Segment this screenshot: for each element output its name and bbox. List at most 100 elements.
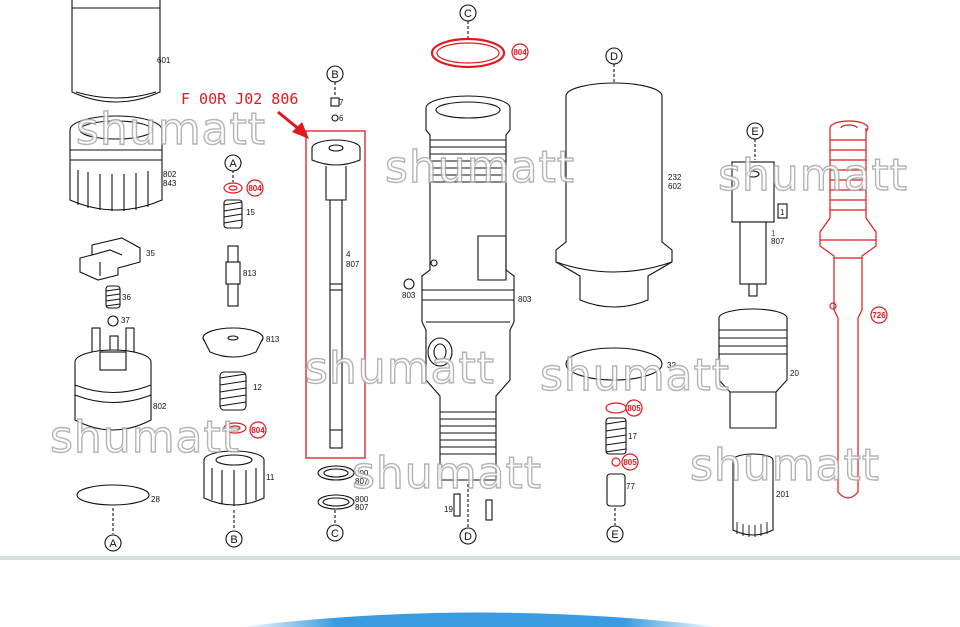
part-17-spring — [605, 417, 627, 455]
connector-c-top — [459, 4, 477, 22]
label-807: 807 — [346, 260, 360, 269]
connectors: A A B B C C D D E E — [104, 4, 764, 552]
part-805-seal-a — [605, 402, 627, 414]
part-726-pipe — [819, 120, 877, 499]
connector-b-top-label: B — [331, 69, 338, 81]
watermark-6: shumatt — [50, 412, 240, 463]
connector-c-bottom-label: C — [331, 528, 339, 540]
label-803-b: 803 — [518, 295, 532, 304]
label-805-a-badge — [625, 399, 643, 417]
column-e-parts — [718, 161, 788, 537]
label-804-a: 804 — [248, 184, 262, 193]
watermark-3: shumatt — [718, 150, 908, 201]
part-77-piece — [606, 473, 626, 507]
part-6 — [331, 114, 339, 122]
part-1-tag — [777, 203, 788, 219]
label-37: 37 — [121, 316, 130, 325]
part-number-callout: F 00R J02 806 — [181, 90, 298, 108]
decorative-wave — [240, 612, 720, 627]
connector-e-top — [746, 122, 764, 140]
part-11-nut — [203, 450, 265, 506]
label-843: 843 — [163, 179, 177, 188]
label-77: 77 — [626, 482, 635, 491]
column-c-parts — [305, 97, 366, 510]
connector-d-top — [605, 47, 623, 65]
label-804-c: 804 — [513, 48, 527, 57]
connector-c-top-label: C — [464, 8, 472, 20]
connector-a-top — [224, 154, 242, 172]
part-800-807-ring — [317, 465, 355, 481]
part-28-ring — [76, 484, 150, 506]
part-804-oring — [430, 37, 506, 69]
label-7: 7 — [339, 98, 344, 107]
label-201: 201 — [776, 490, 790, 499]
connector-d-bottom — [459, 527, 477, 545]
watermark-7: shumatt — [352, 448, 542, 499]
label-6: 6 — [339, 114, 344, 123]
label-807-e: 807 — [771, 237, 785, 246]
label-800-a: 800 — [355, 469, 369, 478]
label-726: 726 — [872, 311, 886, 320]
watermarks: shumatt shumatt shumatt shumatt shumatt … — [49, 103, 908, 499]
column-d-parts — [403, 37, 515, 521]
label-804-a-badge — [246, 179, 264, 197]
connector-e-bottom-label: E — [611, 529, 618, 541]
watermark-5: shumatt — [540, 350, 730, 401]
part-4-valve — [311, 139, 361, 449]
label-1: 1 — [771, 229, 776, 238]
connector-c-bottom — [326, 524, 344, 542]
watermark-8: shumatt — [690, 440, 880, 491]
label-12: 12 — [253, 383, 262, 392]
connector-b-top — [326, 65, 344, 83]
part-232-sleeve — [555, 82, 673, 308]
connector-b-bottom — [225, 530, 243, 548]
connector-a-bottom — [104, 534, 122, 552]
part-36-spring — [105, 285, 121, 309]
part-802-body — [74, 327, 152, 431]
label-807-b: 807 — [355, 503, 369, 512]
label-813-b: 813 — [266, 335, 280, 344]
connector-d-bottom-label: D — [464, 531, 472, 543]
label-17: 17 — [628, 432, 637, 441]
label-11: 11 — [266, 473, 275, 482]
label-804-b-badge — [249, 421, 267, 439]
label-813-a: 813 — [243, 269, 257, 278]
label-726-badge — [870, 306, 888, 324]
part-15-spring — [223, 199, 243, 229]
connector-b-bottom-label: B — [230, 534, 237, 546]
label-232: 232 — [668, 173, 682, 182]
part-19-pin-b — [485, 499, 493, 521]
label-15: 15 — [246, 208, 255, 217]
column-b-parts — [202, 182, 265, 506]
callout-arrow-icon — [277, 110, 309, 139]
label-805-b: 805 — [623, 458, 637, 467]
label-32: 32 — [667, 361, 676, 370]
bottom-band — [0, 556, 960, 627]
label-36: 36 — [122, 293, 131, 302]
label-602: 602 — [668, 182, 682, 191]
label-803-a: 803 — [402, 291, 416, 300]
part-813-pin — [225, 245, 241, 307]
connector-a-bottom-label: A — [109, 538, 117, 550]
label-19: 19 — [444, 505, 453, 514]
part-813-disc — [202, 327, 264, 358]
watermark-1: shumatt — [76, 104, 266, 155]
label-807-a: 807 — [355, 477, 369, 486]
label-35: 35 — [146, 249, 155, 258]
label-28: 28 — [151, 495, 160, 504]
part-37-ball — [107, 315, 119, 327]
label-805-b-badge — [621, 453, 639, 471]
label-800-b: 800 — [355, 495, 369, 504]
part-804-seal-a — [223, 182, 243, 194]
label-1-tag: 1 — [780, 208, 785, 217]
part-800-807-ring-b — [317, 494, 355, 510]
part-802-nut — [69, 115, 163, 211]
watermark-2: shumatt — [385, 142, 575, 193]
connector-d-top-label: D — [610, 51, 618, 63]
part-803-body — [421, 95, 515, 481]
part-32-ring — [565, 347, 663, 381]
part-7 — [330, 97, 340, 107]
part-805-ball — [611, 457, 621, 467]
part-201-sleeve — [732, 453, 774, 537]
